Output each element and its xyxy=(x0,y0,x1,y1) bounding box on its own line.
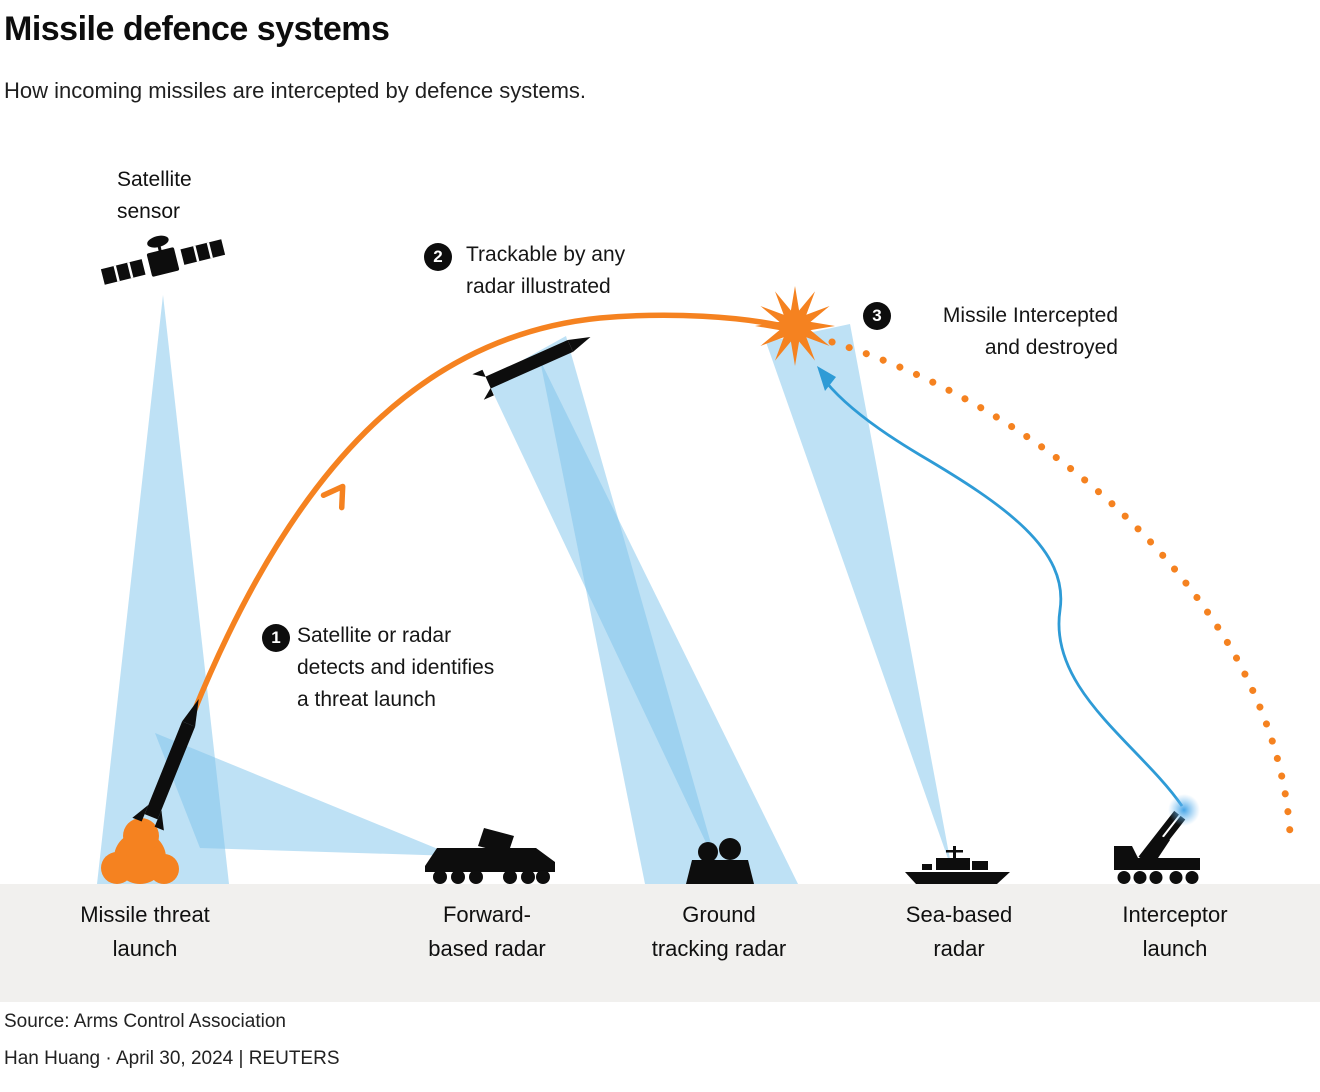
missile-track-beam xyxy=(540,360,798,884)
ground-band xyxy=(0,884,1320,1002)
step-2-badge: 2 xyxy=(424,243,452,271)
forward-radar-beam xyxy=(155,733,455,856)
label-ground-tracking-radar: Ground tracking radar xyxy=(651,902,787,961)
page-title: Missile defence systems xyxy=(4,10,390,48)
explosion-burst-icon xyxy=(755,286,835,366)
ground-radar-beam xyxy=(487,336,718,868)
trajectory-arrow-chevron xyxy=(320,483,346,511)
dome-radar-icon xyxy=(686,838,754,884)
satellite-icon xyxy=(100,235,226,285)
label-interceptor-launch: Interceptor launch xyxy=(1122,902,1228,961)
interceptor-glow xyxy=(1168,794,1200,826)
satellite-beam xyxy=(97,295,229,884)
step-1-text: Satellite or radar detects and identifie… xyxy=(297,624,495,711)
source-credit: Source: Arms Control Association xyxy=(4,1011,286,1032)
byline-credit: Han Huang · April 30, 2024 | REUTERS xyxy=(4,1048,340,1069)
ship-icon xyxy=(905,846,1010,884)
radar-truck-icon xyxy=(425,828,555,884)
label-missile-threat-launch: Missile threat launch xyxy=(80,902,210,961)
sensor-beams xyxy=(97,295,952,884)
interceptor-flight-path xyxy=(824,381,1184,807)
launcher-truck-icon xyxy=(1114,794,1200,884)
launch-missile-icon xyxy=(132,698,199,831)
step-1-badge: 1 xyxy=(262,624,290,652)
satellite-sensor-label: Satellite sensor xyxy=(117,168,192,223)
step-3-badge: 3 xyxy=(863,302,891,330)
page-subtitle: How incoming missiles are intercepted by… xyxy=(4,78,587,103)
step-3-text: Missile Intercepted and destroyed xyxy=(942,304,1118,359)
label-sea-based-radar: Sea-based radar xyxy=(905,902,1013,961)
launch-flame-icon xyxy=(101,818,179,884)
interceptor-arrowhead xyxy=(817,366,836,391)
missile-icon xyxy=(472,336,591,400)
step-2-text: Trackable by any radar illustrated xyxy=(466,243,626,298)
label-forward-based-radar: Forward- based radar xyxy=(428,902,546,961)
sea-radar-beam xyxy=(766,324,952,870)
destroyed-trajectory-dotted-arc xyxy=(828,338,1294,837)
